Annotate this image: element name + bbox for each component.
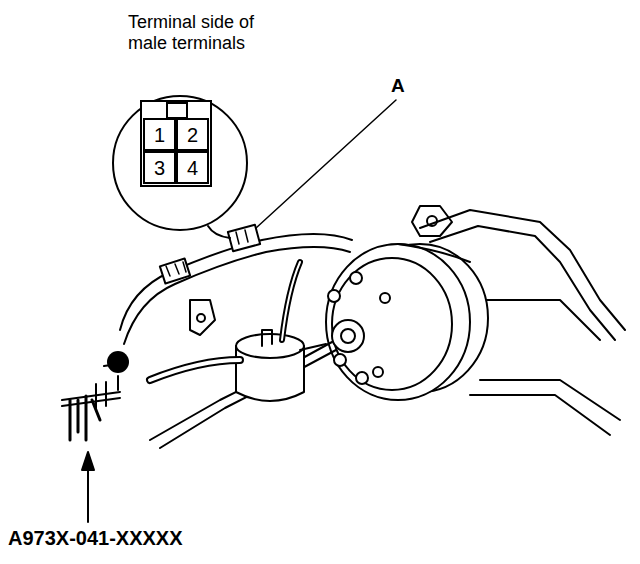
hose [282, 262, 300, 340]
mount-bracket [412, 206, 452, 236]
frame-line [470, 300, 600, 340]
connector-detail [166, 262, 186, 276]
connector-detail [236, 230, 248, 244]
canister-port [262, 330, 272, 346]
tool-illustration [62, 351, 129, 440]
arrow-head [82, 452, 94, 470]
leader-line [256, 100, 396, 228]
pin-number: 2 [187, 125, 198, 145]
hose [282, 262, 300, 340]
hose-fitting [300, 344, 326, 350]
tool-part-number: A973X-041-XXXXX [8, 527, 183, 550]
pin-number: 3 [154, 158, 165, 178]
harness-clip [190, 300, 215, 335]
frame-line [480, 380, 620, 420]
pin-number: 4 [187, 158, 198, 178]
terminal-cell: 2 [176, 118, 209, 151]
bolt [197, 314, 205, 322]
bolt [427, 216, 437, 226]
connector-a [228, 225, 260, 252]
callout-letter: A [391, 75, 405, 97]
wire-harness [124, 247, 350, 344]
booster-body [326, 244, 470, 400]
booster-rim [332, 258, 452, 390]
connector-detail-circle: Terminal side of male terminals1234 [112, 95, 248, 231]
canister-top [236, 334, 304, 358]
terminal-cell: 3 [143, 151, 176, 184]
frame-line [470, 395, 610, 435]
detail-heading: Terminal side of male terminals [128, 12, 288, 54]
booster-hub [341, 329, 355, 343]
terminal-cell: 4 [176, 151, 209, 184]
booster-bolts [328, 272, 390, 384]
pin-number: 1 [154, 125, 165, 145]
hose [150, 360, 240, 380]
booster-hub [332, 320, 364, 352]
hose [150, 360, 240, 380]
brake-line [150, 342, 332, 440]
terminal-cell: 1 [143, 118, 176, 151]
detail-lead [208, 226, 230, 238]
connector [160, 258, 190, 283]
booster-edge [398, 244, 470, 262]
